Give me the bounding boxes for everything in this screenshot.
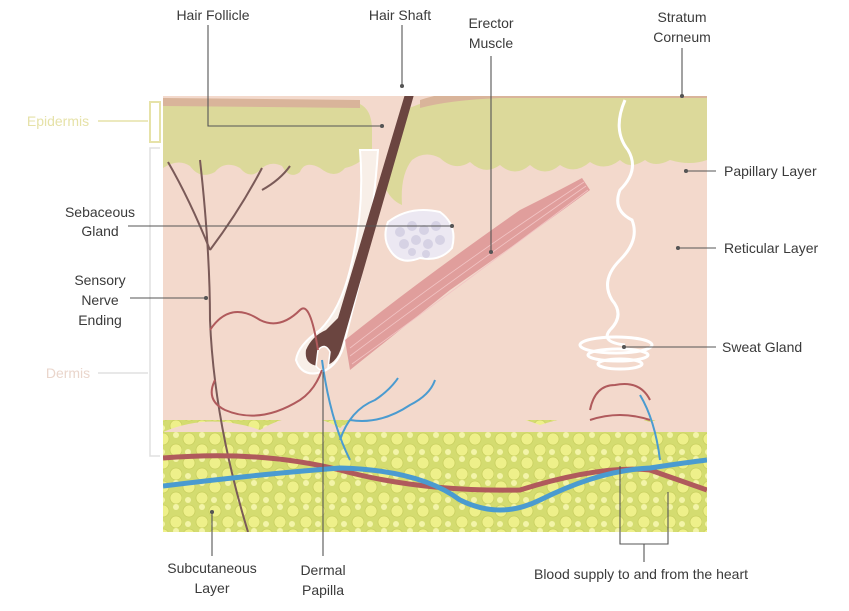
venous-branches: [321, 359, 661, 461]
sweat-gland-coil: [578, 335, 654, 371]
label-epidermis: Epidermis: [27, 113, 89, 129]
stratum-corneum-right: [420, 96, 707, 108]
muscle-fibres: [349, 181, 589, 365]
label-stratum-corneum-line2: Corneum: [653, 29, 711, 45]
label-dermal-papilla-line1: Dermal: [300, 562, 345, 578]
label-hair-follicle: Hair Follicle: [176, 7, 249, 23]
label-erector-muscle-line2: Muscle: [469, 35, 514, 51]
sweat-gland-duct: [605, 99, 636, 347]
label-sensory-nerve-line1: Sensory: [74, 272, 125, 288]
stratum-corneum-left: [163, 98, 360, 108]
label-blood-supply: Blood supply to and from the heart: [534, 566, 748, 582]
label-sebaceous-gland-line1: Sebaceous: [65, 204, 135, 220]
label-sweat-gland: Sweat Gland: [722, 339, 802, 355]
label-sensory-nerve-line3: Ending: [78, 312, 122, 328]
label-dermal-papilla-line2: Papilla: [302, 582, 344, 598]
main-vein: [163, 457, 707, 513]
label-erector-muscle-line1: Erector: [468, 15, 513, 31]
arterial-branches: [209, 307, 651, 421]
tissue-block: [163, 96, 707, 532]
dermal-papilla: [315, 345, 331, 372]
sensory-nerve: [167, 159, 291, 532]
label-hair-shaft: Hair Shaft: [369, 7, 431, 23]
label-sebaceous-gland-line2: Gland: [81, 223, 118, 239]
label-sensory-nerve-line2: Nerve: [81, 292, 119, 308]
label-dermis: Dermis: [46, 365, 90, 381]
epidermis-bracket: [149, 101, 161, 143]
label-papillary-layer: Papillary Layer: [724, 163, 817, 179]
hair-shaft: [305, 96, 414, 367]
label-subcutaneous-line2: Layer: [194, 580, 229, 596]
fat-boundary: [163, 411, 707, 432]
epidermis-right: [384, 96, 707, 205]
sebaceous-gland: [384, 209, 455, 262]
epidermis-left: [163, 102, 372, 175]
label-subcutaneous-line1: Subcutaneous: [167, 560, 257, 576]
leader-lines: [128, 25, 716, 562]
label-reticular-layer: Reticular Layer: [724, 240, 818, 256]
label-stratum-corneum-line1: Stratum: [657, 9, 706, 25]
dermis-bracket: [149, 147, 160, 457]
